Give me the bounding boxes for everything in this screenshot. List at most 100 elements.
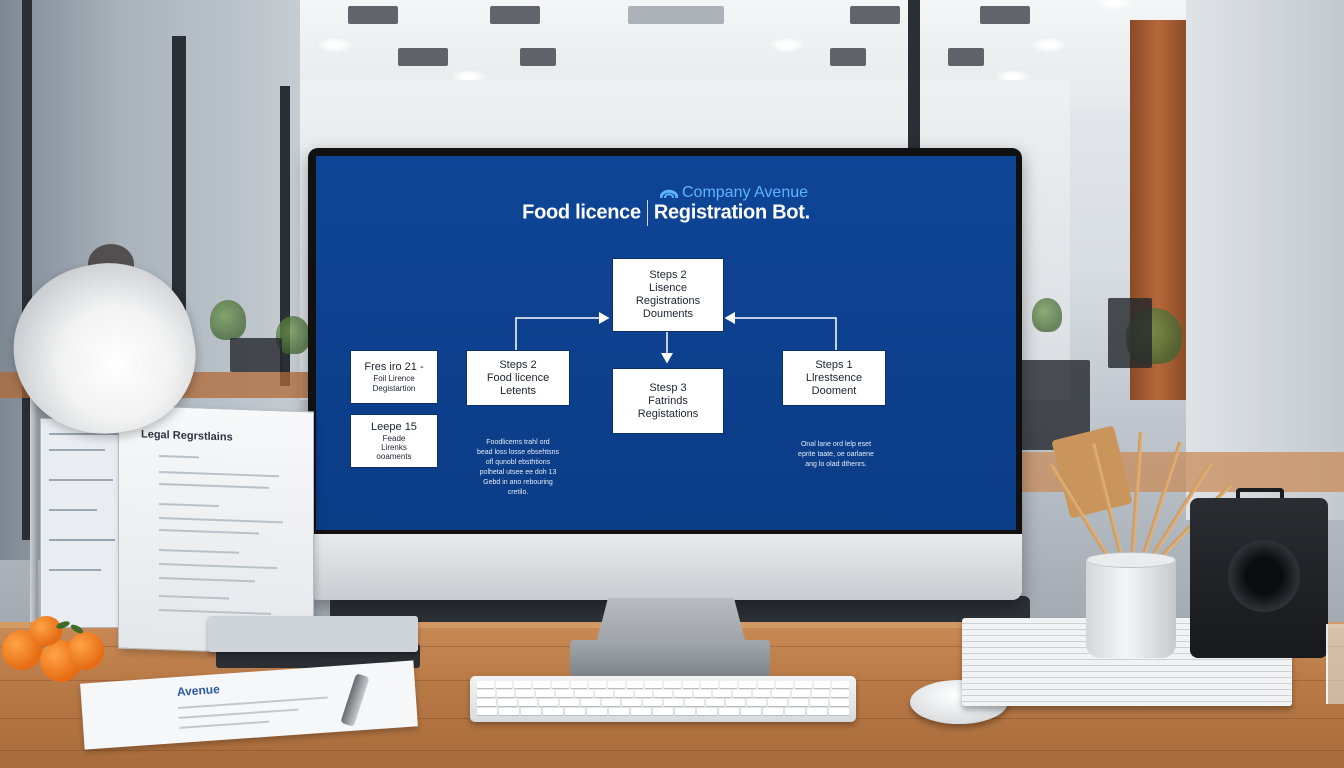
key: [813, 681, 831, 688]
key-row: [477, 681, 850, 688]
speaker-cone: [1228, 540, 1300, 612]
screen-title: Food licence Registration Bot.: [316, 200, 1016, 226]
key: [477, 681, 494, 688]
doc-line: [159, 471, 279, 478]
key: [533, 681, 550, 688]
flow-arrows: [515, 312, 837, 364]
key: [565, 708, 585, 715]
key: [477, 708, 497, 715]
key: [580, 699, 600, 706]
box-line: Fres iro 21 -: [364, 360, 424, 373]
key: [767, 699, 787, 706]
desk-grain: [0, 750, 1344, 751]
brand-logo: Company Avenue: [660, 184, 808, 202]
note-line: ofl qunobl ebsthtions: [485, 459, 551, 466]
key: [682, 681, 700, 688]
right-wall: [1186, 0, 1344, 520]
paper-tray: [208, 616, 418, 652]
key: [697, 708, 717, 715]
ceiling-vent: [980, 6, 1030, 24]
key: [607, 681, 625, 688]
box-line: Letents: [499, 384, 537, 397]
key: [675, 708, 695, 715]
ceiling-vent: [948, 48, 984, 66]
ceiling-vent: [830, 48, 866, 66]
key: [831, 690, 850, 697]
key: [673, 690, 692, 697]
key: [555, 690, 574, 697]
note-line: Onal lane ord lelp eset: [800, 441, 872, 448]
letter-line: [177, 696, 328, 709]
key: [495, 681, 513, 688]
drinking-glass: [1326, 624, 1344, 704]
doc-line: [159, 503, 219, 508]
binder-line: [49, 479, 113, 481]
orange: [30, 616, 62, 646]
box-line: Foil Lirence: [373, 373, 415, 383]
title-left: Food licence: [522, 201, 641, 224]
key: [518, 699, 538, 706]
key: [601, 699, 621, 706]
key: [477, 699, 496, 706]
key: [622, 699, 642, 706]
key: [664, 681, 681, 688]
note-line: cretilo.: [507, 489, 529, 496]
monitor-screen: Company Avenue Food licence Registration …: [316, 156, 1016, 530]
binder-line: [49, 569, 101, 571]
key: [654, 690, 672, 697]
monitor-stand-base: [570, 640, 770, 676]
box-line: Douments: [642, 308, 694, 320]
key: [776, 681, 793, 688]
key: [719, 708, 739, 715]
box-line: Steps 2: [649, 269, 687, 281]
key-row: [477, 708, 849, 715]
ceiling-light: [1098, 0, 1132, 10]
flow-box-mid-left: Steps 2 Food licence Letents: [466, 350, 570, 406]
key: [794, 681, 812, 688]
window-frame: [172, 36, 186, 366]
ceiling-vent: [348, 6, 398, 24]
binder-line: [49, 433, 119, 435]
doc-line: [159, 577, 255, 583]
arch-icon: [660, 189, 678, 199]
window-frame: [908, 0, 920, 150]
title-separator: [646, 200, 648, 226]
plant: [1032, 298, 1062, 332]
key: [772, 690, 790, 697]
monitor-chin: [308, 534, 1022, 600]
box-line: Llrestsence: [805, 371, 863, 384]
flow-box-right: Steps 1 Llrestsence Dooment: [782, 350, 886, 406]
key: [631, 708, 651, 715]
doc-line: [159, 563, 277, 570]
key: [693, 690, 712, 697]
key: [643, 699, 663, 706]
key: [738, 681, 756, 688]
title-right: Registration Bot.: [653, 201, 810, 224]
doc-line: [159, 529, 259, 535]
key: [720, 681, 737, 688]
doc-line: [159, 595, 229, 600]
key: [757, 681, 775, 688]
note-line: eprite taate, oe oarlaene: [798, 451, 874, 458]
ceiling-vent: [850, 6, 900, 24]
letter-line: [179, 720, 270, 729]
speaker-handle: [1236, 488, 1284, 502]
key: [726, 699, 746, 706]
key: [732, 690, 751, 697]
key: [560, 699, 579, 706]
window-frame: [22, 0, 32, 540]
doc-line: [159, 549, 239, 554]
orange: [68, 632, 104, 670]
key: [811, 690, 830, 697]
background-monitor: [230, 338, 282, 372]
ceiling-light: [1032, 38, 1066, 52]
key: [589, 681, 606, 688]
key: [713, 690, 731, 697]
note-right: Onal lane ord lelp eset eprite taate, oe…: [774, 440, 898, 470]
key: [792, 690, 810, 697]
key: [705, 699, 725, 706]
key-row: [477, 690, 850, 697]
flow-box-center: Stesp 3 Fatrinds Registations: [612, 368, 724, 434]
key: [570, 681, 588, 688]
box-line: Lirenks: [381, 443, 407, 452]
